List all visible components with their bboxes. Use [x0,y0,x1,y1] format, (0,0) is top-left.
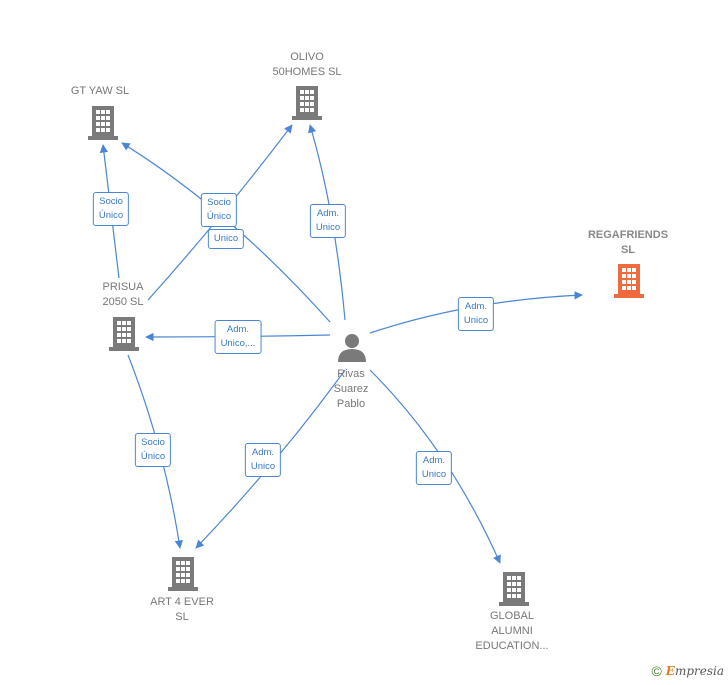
edge-label-person-art4ever: Adm. Unico [244,443,282,477]
node-label-olivo[interactable]: OLIVO 50HOMES SL [272,51,342,78]
edge-label-person-olivo: Adm. Unico [309,204,347,238]
building-icon-regafriends [614,264,644,298]
edge-label-person-global: Adm. Unico [415,451,453,485]
building-icon-art4ever [168,557,198,591]
node-label-art4ever[interactable]: ART 4 EVER SL [150,596,214,623]
building-icon-olivo [292,86,322,120]
edge-label-person-regafriends: Adm. Unico [457,297,495,331]
footer-brand: © Empresia [651,663,724,679]
building-icon-gt-yaw [88,106,118,140]
node-label-global[interactable]: GLOBAL ALUMNI EDUCATION... [475,610,549,652]
edge-label-person-prisua: Adm. Unico,... [214,320,262,354]
edge-label-prisua-olivo: Socio Único [200,193,238,227]
copyright-icon: © [651,663,662,679]
edge-label-person-gtyaw: Unico [207,229,245,249]
building-icon-global [499,572,529,606]
person-icon [338,334,366,362]
building-icon-prisua [109,317,139,351]
node-label-person[interactable]: Rivas Suarez Pablo [333,368,369,410]
edge-label-prisua-art4ever: Socio Único [134,433,172,467]
node-label-gt-yaw[interactable]: GT YAW SL [70,85,130,97]
node-label-prisua[interactable]: PRISUA 2050 SL [102,281,144,308]
edge-label-prisua-gtyaw: Socio Único [92,192,130,226]
brand-logo[interactable]: Empresia [665,664,724,678]
node-label-regafriends[interactable]: REGAFRIENDS SL [587,229,669,256]
